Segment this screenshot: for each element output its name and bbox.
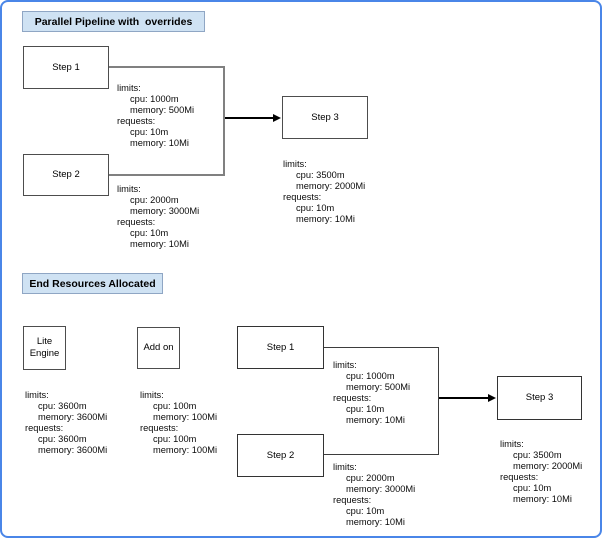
resource-line: requests:	[333, 495, 372, 505]
bottom-connector-step2-horizontal	[324, 454, 439, 455]
top-connector-step2-horizontal	[109, 174, 225, 176]
lite-engine-resources: limits: cpu: 3600m memory: 3600Mi reques…	[25, 390, 107, 456]
resource-line: cpu: 3500m	[296, 170, 345, 180]
resource-line: cpu: 1000m	[346, 371, 395, 381]
resource-line: memory: 2000Mi	[296, 181, 366, 191]
resource-line: memory: 100Mi	[153, 412, 218, 422]
resource-line: limits:	[333, 462, 357, 472]
top-step1-node: Step 1	[23, 46, 109, 89]
resource-line: memory: 10Mi	[346, 415, 405, 425]
resource-line: memory: 3000Mi	[130, 206, 200, 216]
top-step3-label: Step 3	[311, 111, 339, 123]
resource-line: memory: 2000Mi	[513, 461, 583, 471]
top-step3-node: Step 3	[282, 96, 368, 139]
resource-line: limits:	[25, 390, 49, 400]
resource-line: cpu: 3500m	[513, 450, 562, 460]
resource-line: memory: 10Mi	[296, 214, 355, 224]
resource-line: memory: 10Mi	[513, 494, 572, 504]
resource-line: limits:	[283, 159, 307, 169]
resource-line: cpu: 3600m	[38, 401, 87, 411]
resource-line: cpu: 2000m	[346, 473, 395, 483]
bottom-step3-resources: limits: cpu: 3500m memory: 2000Mi reques…	[500, 439, 582, 505]
top-step3-resources: limits: cpu: 3500m memory: 2000Mi reques…	[283, 159, 365, 225]
resource-line: memory: 100Mi	[153, 445, 218, 455]
resource-line: requests:	[117, 217, 156, 227]
lite-engine-label-line1: Lite	[36, 336, 53, 347]
resource-line: limits:	[140, 390, 164, 400]
resource-line: requests:	[117, 116, 156, 126]
resource-line: cpu: 10m	[130, 228, 169, 238]
resource-line: cpu: 100m	[153, 401, 197, 411]
bottom-step1-node: Step 1	[237, 326, 324, 369]
resource-line: cpu: 10m	[346, 506, 385, 516]
bottom-step2-node: Step 2	[237, 434, 324, 477]
add-on-resources: limits: cpu: 100m memory: 100Mi requests…	[140, 390, 217, 456]
resource-line: requests:	[283, 192, 322, 202]
top-arrow-head-icon	[273, 114, 281, 122]
top-connector-step1-horizontal	[109, 66, 225, 68]
resource-line: limits:	[117, 83, 141, 93]
resource-line: cpu: 1000m	[130, 94, 179, 104]
bottom-step3-label: Step 3	[525, 392, 554, 403]
resource-line: memory: 3600Mi	[38, 445, 108, 455]
resource-line: limits:	[500, 439, 524, 449]
resource-line: requests:	[25, 423, 64, 433]
resource-line: memory: 3000Mi	[346, 484, 416, 494]
resource-line: cpu: 10m	[296, 203, 335, 213]
resource-line: limits:	[333, 360, 357, 370]
resource-line: cpu: 10m	[513, 483, 552, 493]
resource-line: memory: 500Mi	[346, 382, 411, 392]
resource-line: memory: 500Mi	[130, 105, 195, 115]
bottom-step3-node: Step 3	[497, 376, 582, 420]
bottom-step2-resources: limits: cpu: 2000m memory: 3000Mi reques…	[333, 462, 415, 528]
bottom-arrow-line	[439, 397, 489, 399]
resource-line: requests:	[333, 393, 372, 403]
top-step2-node: Step 2	[23, 154, 109, 196]
top-step1-label: Step 1	[52, 61, 80, 73]
top-step2-resources: limits: cpu: 2000m memory: 3000Mi reques…	[117, 184, 199, 250]
bottom-step1-label: Step 1	[266, 341, 295, 353]
lite-engine-label-line2: Engine	[29, 348, 60, 359]
bottom-step1-resources: limits: cpu: 1000m memory: 500Mi request…	[333, 360, 410, 426]
top-step2-label: Step 2	[52, 169, 80, 180]
resource-line: cpu: 3600m	[38, 434, 87, 444]
resource-line: memory: 10Mi	[130, 138, 189, 148]
resource-line: requests:	[140, 423, 179, 433]
resource-line: memory: 3600Mi	[38, 412, 108, 422]
bottom-section-title: End Resources Allocated	[22, 273, 163, 294]
resource-line: memory: 10Mi	[346, 517, 405, 527]
resource-line: cpu: 2000m	[130, 195, 179, 205]
bottom-connector-vertical	[438, 347, 439, 455]
top-arrow-line	[225, 117, 274, 119]
resource-line: cpu: 10m	[130, 127, 169, 137]
add-on-label: Add on	[143, 342, 174, 353]
bottom-step2-label: Step 2	[266, 449, 295, 461]
bottom-arrow-head-icon	[488, 394, 496, 402]
top-connector-vertical	[223, 66, 225, 176]
add-on-node: Add on	[137, 327, 180, 369]
resource-line: cpu: 100m	[153, 434, 197, 444]
top-step1-resources: limits: cpu: 1000m memory: 500Mi request…	[117, 83, 194, 149]
resource-line: cpu: 10m	[346, 404, 385, 414]
resource-line: memory: 10Mi	[130, 239, 189, 249]
resource-line: limits:	[117, 184, 141, 194]
bottom-connector-step1-horizontal	[324, 347, 439, 348]
lite-engine-node: Lite Engine	[23, 326, 66, 370]
top-section-title: Parallel Pipeline with overrides	[22, 11, 205, 32]
resource-line: requests:	[500, 472, 539, 482]
